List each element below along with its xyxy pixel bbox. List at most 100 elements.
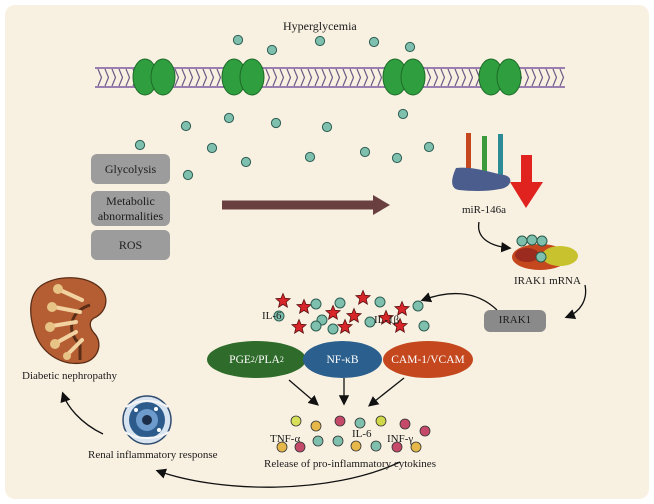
pge-label: PGE: [229, 353, 251, 366]
lipid-mark: [370, 68, 376, 87]
lipid-mark: [356, 68, 362, 87]
lipid-mark: [118, 68, 124, 87]
glucose-molecule: [359, 146, 371, 158]
lipid-mark: [342, 68, 348, 87]
lipid-mark: [545, 68, 551, 87]
glucose-molecule: [206, 142, 218, 154]
released-cytokine-dot: [419, 425, 431, 437]
glucose-channel: [239, 58, 265, 96]
lipid-mark: [426, 68, 432, 87]
lipid-mark: [328, 68, 334, 87]
lipid-mark: [321, 68, 327, 87]
irak1-box: IRAK1: [484, 310, 546, 332]
lipid-mark: [447, 68, 453, 87]
lipid-mark: [461, 68, 467, 87]
released-cytokine-dot: [391, 441, 403, 453]
released-cytokine-dot: [332, 435, 344, 447]
released-il6-label: IL-6: [352, 428, 372, 440]
cytokine-dot: [327, 323, 339, 335]
metabolic-abnormalities-box: Metabolic abnormalities: [91, 191, 170, 226]
lipid-mark: [349, 68, 355, 87]
lipid-mark: [552, 68, 558, 87]
lipid-mark: [104, 68, 110, 87]
cytokine-dot: [334, 297, 346, 309]
lipid-mark: [293, 68, 299, 87]
released-cytokine-dot: [375, 415, 387, 427]
cytokine-dot: [310, 320, 322, 332]
cytokine-dot: [310, 298, 322, 310]
glucose-molecule: [232, 34, 244, 46]
lipid-mark: [377, 68, 383, 87]
glucose-molecule: [240, 156, 252, 168]
kidney-icon: [30, 277, 107, 365]
released-cytokine-dot: [370, 440, 382, 452]
lipid-mark: [209, 68, 215, 87]
lipid-mark: [468, 68, 474, 87]
cytokine-star: [336, 318, 354, 334]
glucose-molecule: [134, 139, 146, 151]
cytokine-dot: [412, 300, 424, 312]
lipid-mark: [300, 68, 306, 87]
release-caption: Release of pro-inflammatory cytokines: [264, 458, 436, 470]
irak1-mrna-label: IRAK1 mRNA: [514, 275, 581, 287]
glucose-molecule: [391, 152, 403, 164]
lipid-mark: [335, 68, 341, 87]
glucose-channel: [496, 58, 522, 96]
diabetic-nephropathy-label: Diabetic nephropathy: [22, 370, 117, 382]
lipid-mark: [188, 68, 194, 87]
lipid-mark: [174, 68, 180, 87]
mirna-bars: [466, 133, 503, 181]
released-cytokine-dot: [276, 441, 288, 453]
metabolism-arrow-head: [373, 195, 390, 215]
tnf-label: TNF-α: [270, 433, 301, 445]
glucose-molecule: [321, 121, 333, 133]
background-panel: [5, 5, 649, 499]
cytokine-star: [295, 298, 313, 314]
cytokine-cluster: [273, 289, 430, 335]
lipid-mark: [181, 68, 187, 87]
cytokine-dot: [418, 320, 430, 332]
pla-label: /PLA: [254, 353, 280, 366]
cytokine-star: [290, 318, 308, 334]
cytokine-star: [324, 304, 342, 320]
infg-label: INF-γ: [387, 433, 414, 445]
cytokine-star: [391, 317, 409, 333]
renal-inflammatory-label: Renal inflammatory response: [88, 449, 218, 461]
lipid-mark: [524, 68, 530, 87]
lipid-mark: [97, 68, 103, 87]
released-cytokine-dot: [334, 415, 346, 427]
released-cytokine-dot: [399, 418, 411, 430]
cytokine-star: [377, 309, 395, 325]
repression-arrow-head: [510, 182, 543, 208]
lipid-mark: [111, 68, 117, 87]
cytokine-star: [354, 289, 372, 305]
glucose-molecules: [134, 34, 435, 181]
released-cytokines: [276, 415, 431, 453]
glucose-channel: [150, 58, 176, 96]
glucose-molecule: [182, 169, 194, 181]
glucose-molecule: [180, 120, 192, 132]
released-cytokine-dot: [310, 420, 322, 432]
glucose-molecule: [404, 41, 416, 53]
nfkb-node: NF-κB: [303, 341, 382, 378]
ros-box: ROS: [91, 230, 170, 260]
glucose-molecule: [368, 36, 380, 48]
lipid-mark: [202, 68, 208, 87]
released-cytokine-dot: [312, 435, 324, 447]
cytokine-dot: [374, 296, 386, 308]
lipid-mark: [531, 68, 537, 87]
glucose-molecule: [397, 108, 409, 120]
mirna-molecule: [452, 167, 511, 191]
glucose-molecule: [423, 141, 435, 153]
released-cytokine-dot: [354, 417, 366, 429]
cam-vcam-node: CAM-1/VCAM: [383, 341, 473, 378]
hyperglycemia-label: Hyperglycemia: [283, 19, 357, 33]
pla-subscript: 2: [279, 355, 284, 364]
lipid-mark: [265, 68, 271, 87]
glucose-molecule: [266, 44, 278, 56]
cytokine-dot: [364, 316, 376, 328]
lipid-mark: [559, 68, 565, 87]
